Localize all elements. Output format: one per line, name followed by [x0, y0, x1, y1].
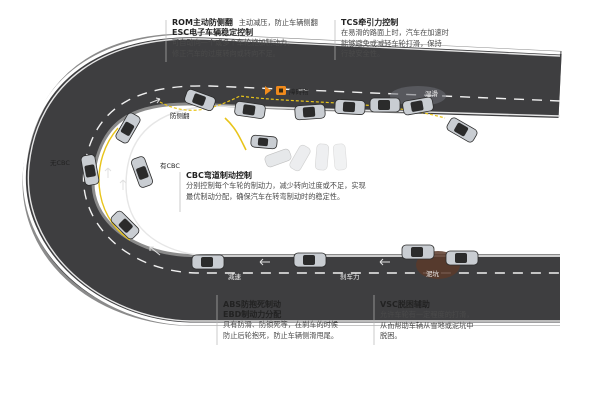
label-braking-force: 刹车力	[340, 273, 360, 281]
direction-arrows	[104, 97, 390, 266]
label-anti-rollover: 防侧翻	[170, 112, 190, 120]
cbc-block: CBC弯道制动控制 分别控制每个车轮的制动力，减少转向过度或不足，实现 最优制动…	[186, 171, 366, 202]
cbc-body-2: 最优制动分配，确保汽车在转弯制动时的稳定性。	[186, 191, 345, 201]
road-edge-line-outer	[22, 34, 561, 326]
cbc-body-1: 分别控制每个车轮的制动力，减少转向过度或不足，实现	[186, 181, 366, 190]
esc-title: ESC电子车辆稳定控制	[172, 28, 254, 37]
rom-note: 主动减压，防止车辆侧翻	[238, 18, 318, 27]
road-surface	[25, 36, 562, 323]
vsc-body-3: 脱困。	[380, 331, 402, 340]
label-mud-pit: 泥坑	[426, 270, 439, 278]
car-icons	[80, 89, 479, 270]
ebd-title: EBD制动力分配	[223, 310, 282, 319]
abs-title: ABS防抱死制动	[223, 300, 282, 309]
vsc-body-1: 允许车轮有一定程度的打滑，	[380, 310, 474, 319]
label-obstacle: 障碍物	[289, 88, 309, 96]
lane-divider	[82, 85, 561, 274]
label-with-cbc: 有CBC	[160, 162, 180, 170]
abs-ebd-block: ABS防抱死制动 EBD制动力分配 具有防滑、防锁死等，在刹车的时候 防止后轮抱…	[223, 300, 338, 341]
obstacle-marker	[265, 86, 286, 95]
tcs-body-3: 行驶安全性。	[341, 49, 385, 58]
abs-ebd-body-1: 具有防滑、防锁死等，在刹车的时候	[223, 320, 339, 329]
rom-esc-body-2: 修正汽车的过度转向或转向不足。	[172, 48, 280, 58]
cbc-title: CBC弯道制动控制	[186, 171, 252, 180]
trajectory-line-esc	[224, 117, 247, 151]
rom-esc-body-1: 可自动向一个或多个车轮施加制动力，	[172, 38, 295, 47]
tcs-body-2: 能够避免或减轻车轮打滑，保持	[341, 38, 442, 48]
rom-title: ROM主动防侧翻	[172, 18, 233, 27]
label-slow-down: 减速	[228, 273, 241, 281]
road-edge-line	[27, 38, 561, 322]
leader-lines	[165, 20, 375, 345]
tcs-block: TCS牵引力控制 在易滑的路面上时，汽车在加速时 能够避免或减轻车轮打滑，保持 …	[341, 18, 449, 60]
vsc-body-2: 从而帮助车辆从雪地或泥坑中	[380, 320, 474, 330]
vsc-title: VSC脱困辅助	[380, 300, 430, 309]
vsc-block: VSC脱困辅助 允许车轮有一定程度的打滑， 从而帮助车辆从雪地或泥坑中 脱困。	[380, 300, 473, 342]
abs-ebd-body-2: 防止后轮抱死，防止车辆侧滑甩尾。	[223, 330, 339, 340]
label-no-cbc: 无CBC	[50, 159, 70, 167]
tcs-body-1: 在易滑的路面上时，汽车在加速时	[341, 28, 449, 37]
rom-esc-block: ROM主动防侧翻 主动减压，防止车辆侧翻 ESC电子车辆稳定控制 可自动向一个或…	[172, 18, 318, 59]
road-inner-island	[128, 108, 560, 254]
label-slippery: 湿滑	[425, 90, 438, 98]
trajectory-line-no-cbc	[98, 127, 131, 241]
tcs-title: TCS牵引力控制	[341, 18, 399, 27]
